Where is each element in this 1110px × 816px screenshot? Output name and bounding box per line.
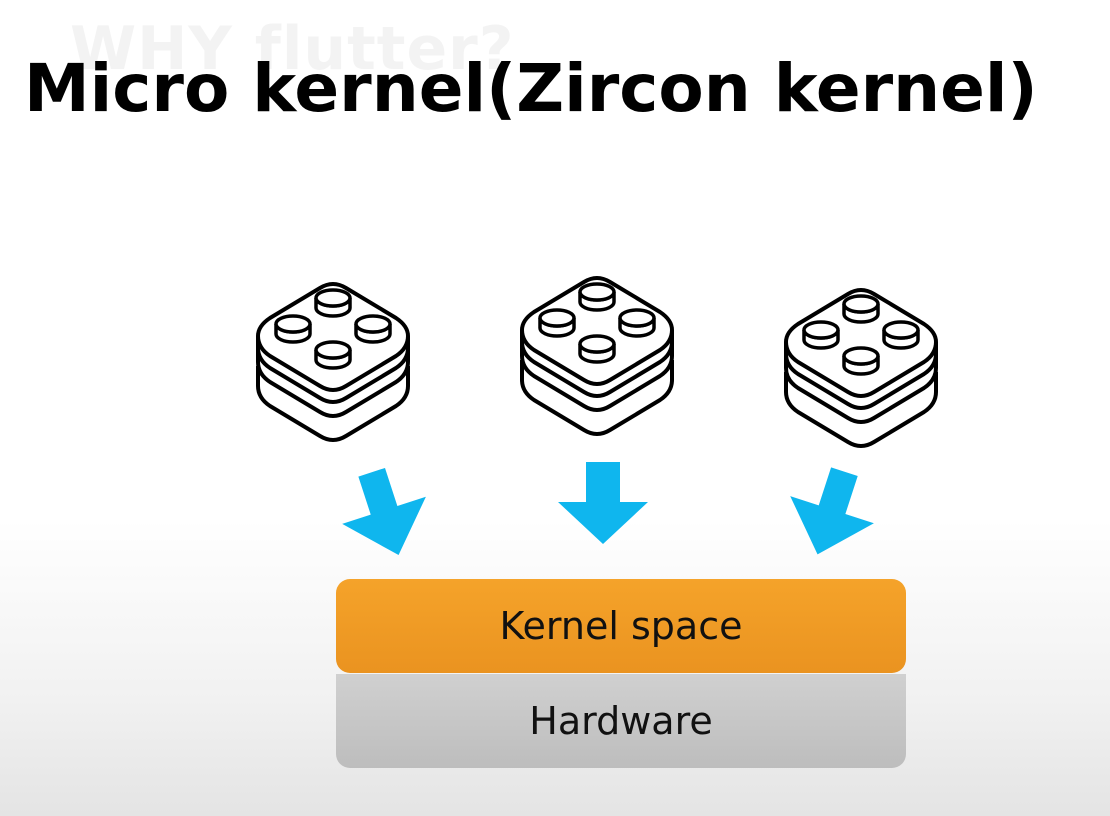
module-block-1 (248, 258, 418, 448)
kernel-space-label: Kernel space (499, 604, 743, 648)
arrow-down-icon (558, 462, 648, 546)
lego-block-stack-icon (520, 276, 674, 436)
module-block-2 (512, 252, 682, 442)
module-block-3 (776, 264, 946, 454)
lego-block-stack-icon (256, 282, 410, 442)
background-watermark-title: WHY flutter? (70, 14, 515, 84)
hardware-label: Hardware (529, 699, 713, 743)
arrow-down-right-icon (330, 460, 440, 560)
lego-block-stack-icon (784, 288, 938, 448)
arrow-down-left-icon (778, 460, 888, 560)
slide-title: Micro kernel(Zircon kernel) (24, 50, 1038, 127)
hardware-layer: Hardware (336, 674, 906, 768)
kernel-space-layer: Kernel space (336, 579, 906, 673)
